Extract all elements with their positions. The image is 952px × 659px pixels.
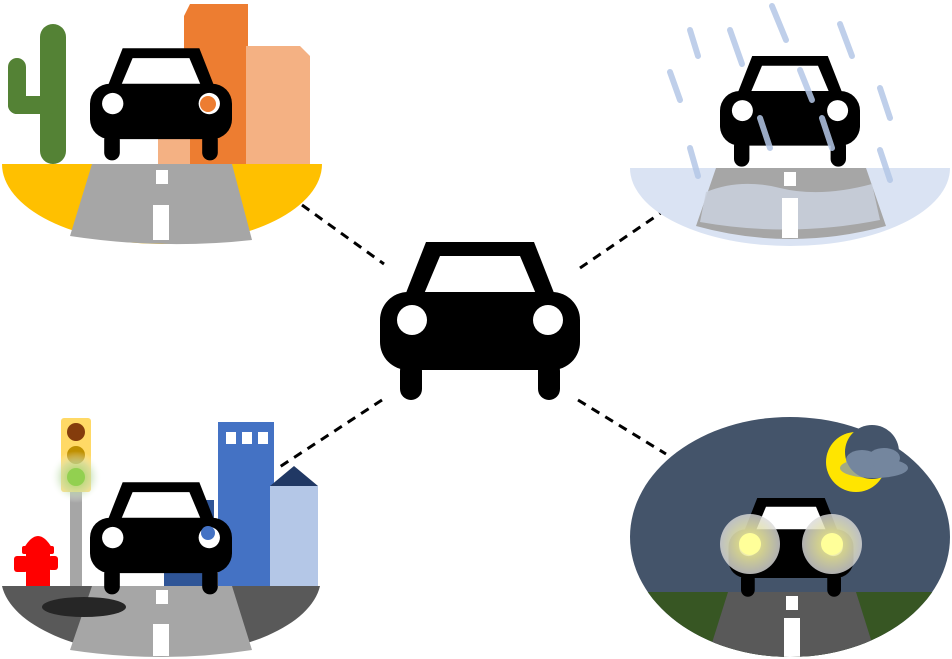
center-car-icon (380, 242, 580, 400)
desert-scene (2, 4, 322, 245)
road-icon (70, 164, 252, 245)
car-headlights-icon (720, 498, 862, 597)
fire-hydrant-icon (14, 536, 58, 586)
traffic-light-icon (50, 418, 102, 586)
cloud-icon (840, 448, 908, 478)
city-scene (2, 418, 320, 657)
connector-bottom-right (577, 398, 667, 456)
rain-icon (667, 3, 893, 183)
rain-scene (630, 3, 950, 246)
pothole-icon (42, 597, 126, 617)
cactus-icon (8, 24, 66, 164)
rain-car-icon (720, 56, 860, 167)
night-scene (630, 417, 950, 657)
connector-top-left (301, 203, 385, 266)
connector-lines (277, 203, 669, 470)
connector-bottom-left (277, 398, 383, 470)
connector-top-right (579, 206, 669, 270)
